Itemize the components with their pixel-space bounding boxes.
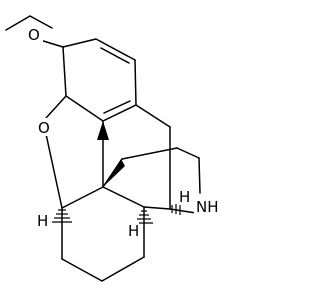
methoxy-oxygen-text: O bbox=[28, 26, 40, 44]
hydrogen-middle-text: H bbox=[128, 222, 139, 240]
hydrogen-labels: H H H bbox=[36, 188, 190, 240]
ring-oxygen-text: O bbox=[38, 119, 50, 137]
aromatic-ring bbox=[62, 38, 137, 122]
hydrogen-left-text: H bbox=[37, 212, 48, 230]
amine-text: NH bbox=[196, 198, 219, 216]
methoxy-oxygen-label: O bbox=[27, 25, 43, 44]
chemical-structure-diagram: O O NH H H H bbox=[5, 15, 224, 282]
methoxy-group bbox=[5, 15, 64, 48]
hydrogen-right-text: H bbox=[179, 188, 190, 206]
amine-label: NH bbox=[194, 197, 224, 216]
cyclohexane-ring bbox=[61, 207, 145, 282]
ether-bridge bbox=[45, 95, 104, 209]
stereo-bonds bbox=[52, 121, 181, 224]
ring-oxygen-label: O bbox=[37, 118, 53, 137]
